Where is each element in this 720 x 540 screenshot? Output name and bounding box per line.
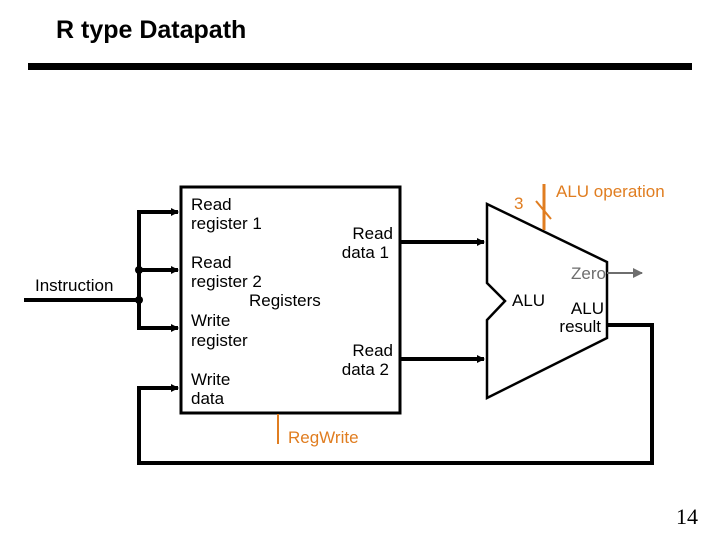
register-file-block xyxy=(179,185,402,415)
read-register-2-label-line1: Read xyxy=(191,253,232,272)
registers-label: Registers xyxy=(249,291,321,310)
instruction-bus xyxy=(24,208,179,332)
read-data-2-label-line2: data 2 xyxy=(342,360,389,379)
read-data-1-label-line1: Read xyxy=(352,224,393,243)
read-register-1-label-line2: register 1 xyxy=(191,214,262,233)
alu-label: ALU xyxy=(512,291,545,310)
instruction-label: Instruction xyxy=(35,276,113,295)
write-data-label-line1: Write xyxy=(191,370,230,389)
write-data-label-line2: data xyxy=(191,389,225,408)
read-data-1-label-line2: data 1 xyxy=(342,243,389,262)
alu-result-label-line1: ALU xyxy=(571,299,604,318)
alu-operation-bits: 3 xyxy=(514,194,523,213)
junction-dot xyxy=(135,296,143,304)
write-register-label-line1: Write xyxy=(191,311,230,330)
zero-label: Zero xyxy=(571,264,606,283)
alu-result-writeback-wire xyxy=(137,323,654,465)
read-register-1-label-line1: Read xyxy=(191,195,232,214)
slide-title: R type Datapath xyxy=(56,16,247,44)
read-register-2-label-line2: register 2 xyxy=(191,272,262,291)
alu-result-label-line2: result xyxy=(559,317,601,336)
junction-dot xyxy=(135,266,143,274)
regwrite-label: RegWrite xyxy=(288,428,359,447)
page-number: 14 xyxy=(676,504,698,529)
title-divider xyxy=(28,63,692,70)
bus-width-slash xyxy=(535,200,552,220)
write-register-label-line2: register xyxy=(191,331,248,350)
read-data-2-label-line1: Read xyxy=(352,341,393,360)
alu-block xyxy=(485,202,609,401)
alu-operation-label: ALU operation xyxy=(556,182,665,201)
